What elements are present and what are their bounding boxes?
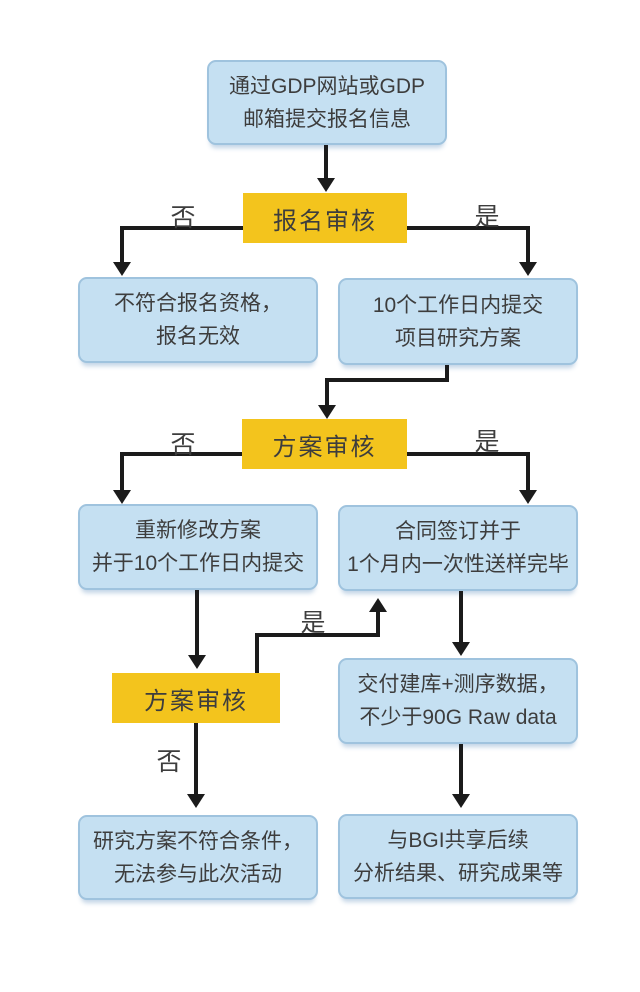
edge-review2-no-h [120,452,242,456]
node-deliver-data-line2: 不少于90G Raw data [359,706,557,729]
node-submit-plan-line1: 10个工作日内提交 [372,293,544,317]
edge-review1-yes-v [526,226,530,262]
node-fail-line1: 研究方案不符合条件， [93,829,303,853]
edge-submit-review2-v2 [325,378,329,405]
node-reject-line2: 报名无效 [156,325,240,348]
edge-label-review1-no: 否 [170,204,196,232]
node-deliver-data-line1: 交付建库+测序数据， [357,673,559,696]
edge-review3-yes-v1 [255,633,259,673]
arrowhead-up-icon [369,598,387,612]
edge-revise-review3 [195,590,199,655]
arrowhead-down-icon [317,178,335,192]
edge-review3-no-v [194,723,198,794]
edge-review1-no-h [120,226,243,230]
node-review2-label: 方案审核 [272,433,377,461]
edge-review1-yes-h [407,226,528,230]
arrowhead-down-icon [318,405,336,419]
arrowhead-down-icon [452,794,470,808]
arrowhead-down-icon [187,794,205,808]
edge-submit-review2-h [325,378,449,382]
edge-label-review3-no: 否 [156,748,182,776]
arrowhead-down-icon [113,490,131,504]
edge-review3-yes-v2 [376,612,380,637]
node-contract: 合同签订并于 1个月内一次性送样完毕 [338,505,578,591]
node-submit-plan-line2: 项目研究方案 [395,326,521,350]
node-share-line2: 分析结果、研究成果等 [353,861,563,885]
edge-review2-yes-v [526,452,530,490]
node-review1: 报名审核 [243,193,407,243]
edge-label-review2-no: 否 [170,431,196,459]
edge-label-review2-yes: 是 [474,428,500,456]
arrowhead-down-icon [452,642,470,656]
node-revise-line1: 重新修改方案 [135,519,261,542]
node-reject: 不符合报名资格， 报名无效 [78,277,318,363]
edge-submit-review2-v1 [445,365,449,382]
arrowhead-down-icon [519,490,537,504]
node-start-line2: 邮箱提交报名信息 [243,107,411,131]
node-share: 与BGI共享后续 分析结果、研究成果等 [338,814,578,899]
node-fail-line2: 无法参与此次活动 [114,862,282,886]
arrowhead-down-icon [188,655,206,669]
edge-review1-no-v [120,226,124,262]
node-review2: 方案审核 [242,419,407,469]
node-contract-line2: 1个月内一次性送样完毕 [347,553,569,576]
node-review3-label: 方案审核 [144,687,248,715]
node-reject-line1: 不符合报名资格， [114,292,282,315]
node-deliver-data: 交付建库+测序数据， 不少于90G Raw data [338,658,578,744]
node-start: 通过GDP网站或GDP 邮箱提交报名信息 [207,60,447,145]
node-fail: 研究方案不符合条件， 无法参与此次活动 [78,815,318,900]
edge-review2-no-v [120,452,124,490]
node-review3: 方案审核 [112,673,280,723]
arrowhead-down-icon [519,262,537,276]
node-start-line1: 通过GDP网站或GDP [228,74,425,98]
node-revise: 重新修改方案 并于10个工作日内提交 [78,504,318,590]
node-contract-line1: 合同签订并于 [395,520,521,543]
node-submit-plan: 10个工作日内提交 项目研究方案 [338,278,578,365]
edge-review2-yes-h [407,452,528,456]
node-review1-label: 报名审核 [273,207,377,235]
edge-review3-yes-h [255,633,380,637]
edge-start-review1 [324,145,328,178]
edge-label-review3-yes: 是 [300,609,326,637]
edge-deliver-share [459,744,463,794]
arrowhead-down-icon [113,262,131,276]
edge-label-review1-yes: 是 [474,203,500,231]
node-share-line1: 与BGI共享后续 [387,828,529,852]
edge-contract-deliver [459,591,463,642]
node-revise-line2: 并于10个工作日内提交 [91,552,305,575]
